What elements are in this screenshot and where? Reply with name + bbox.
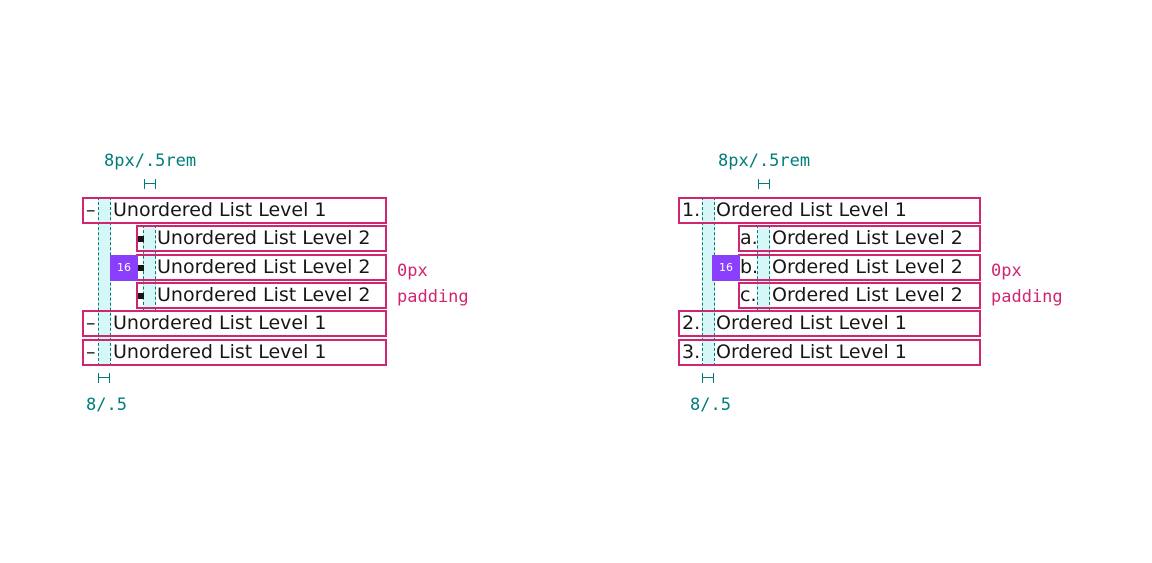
bottom-spacing-bracket — [98, 373, 110, 383]
list-item-label: Ordered List Level 1 — [716, 341, 907, 363]
top-spacing-label: 8px/.5rem — [104, 151, 197, 171]
number-marker: 2. — [682, 312, 701, 334]
list-item-level1 — [678, 310, 981, 337]
level2-spacing-guide — [757, 225, 770, 310]
letter-marker: b. — [740, 256, 759, 278]
list-item-label: Unordered List Level 1 — [113, 199, 327, 221]
level1-spacing-guide — [98, 197, 111, 366]
list-item-label: Unordered List Level 1 — [113, 341, 327, 363]
indent-badge: 16 — [712, 255, 740, 281]
level1-spacing-guide — [702, 197, 715, 366]
list-item-level1 — [678, 197, 981, 224]
list-item-label: Ordered List Level 1 — [716, 312, 907, 334]
unordered-list-spec: 8px/.5rem – Unordered List Level 1 Unord… — [82, 151, 469, 415]
list-item-level2 — [738, 282, 981, 309]
list-item-level1 — [82, 339, 387, 366]
number-marker: 3. — [682, 341, 701, 363]
list-item-level2 — [738, 225, 981, 252]
list-item-level1 — [82, 197, 387, 224]
list-item-label: Unordered List Level 2 — [157, 284, 371, 306]
number-marker: 1. — [682, 199, 701, 221]
bottom-spacing-bracket — [702, 373, 714, 383]
square-bullet-icon — [138, 236, 144, 242]
list-item-label: Ordered List Level 2 — [772, 256, 963, 278]
indent-badge: 16 — [110, 255, 138, 281]
list-item-label: Unordered List Level 1 — [113, 312, 327, 334]
list-item-label: Unordered List Level 2 — [157, 227, 371, 249]
top-spacing-bracket — [758, 179, 770, 189]
dash-marker: – — [86, 341, 96, 363]
padding-note: 0px padding — [991, 261, 1063, 307]
list-item-label: Ordered List Level 2 — [772, 284, 963, 306]
ordered-list-spec: 8px/.5rem 1. Ordered List Level 1 a. Ord… — [594, 0, 1152, 563]
bottom-spacing-label: 8/.5 — [690, 395, 731, 415]
top-spacing-label: 8px/.5rem — [718, 151, 811, 171]
list-item-label: Ordered List Level 1 — [716, 199, 907, 221]
square-bullet-icon — [138, 265, 144, 271]
top-spacing-bracket — [144, 179, 156, 189]
list-item-label: Unordered List Level 2 — [157, 256, 371, 278]
list-item-level1 — [678, 339, 981, 366]
list-item-label: Ordered List Level 2 — [772, 227, 963, 249]
list-item-level1 — [82, 310, 387, 337]
padding-note: 0px padding — [397, 261, 469, 307]
bottom-spacing-label: 8/.5 — [86, 395, 127, 415]
dash-marker: – — [86, 199, 96, 221]
list-item-level2 — [136, 282, 387, 309]
list-item-level2 — [136, 225, 387, 252]
square-bullet-icon — [138, 293, 144, 299]
letter-marker: c. — [740, 284, 757, 306]
dash-marker: – — [86, 312, 96, 334]
letter-marker: a. — [740, 227, 758, 249]
